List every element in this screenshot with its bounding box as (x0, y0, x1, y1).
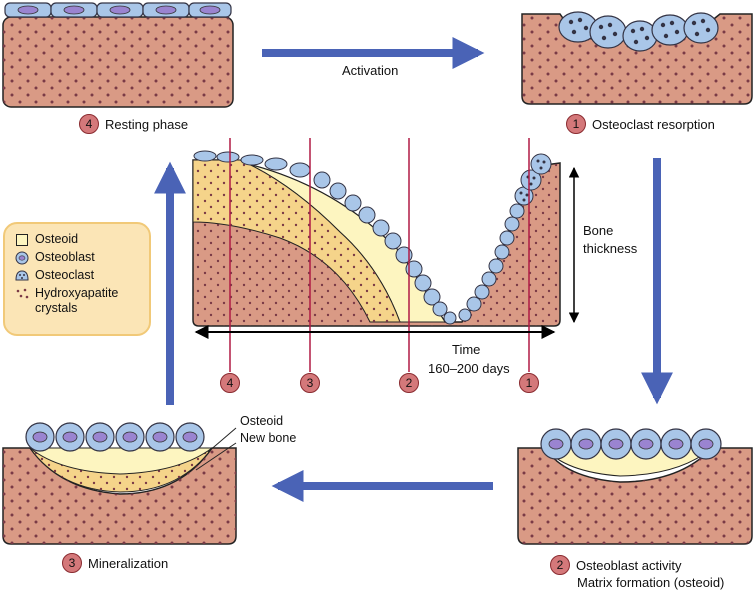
osteoid-callout: Osteoid (240, 414, 284, 428)
bone-thickness-label: Bone thickness (583, 223, 638, 256)
resorption-panel (521, 11, 753, 105)
time-marker-2: 2 (399, 373, 419, 393)
time-label: Time (452, 342, 481, 357)
matrix-formation-label: Matrix formation (osteoid) (577, 575, 725, 590)
new-bone-callout: New bone (240, 431, 297, 445)
phase-label: Mineralization (88, 555, 169, 571)
legend-item-osteoid: Osteoid (15, 232, 139, 247)
resorption-label: 1 Osteoclast resorption (566, 114, 715, 134)
legend-label: Hydroxyapatite crystals (35, 286, 119, 315)
cycle-arrows (154, 37, 673, 502)
osteoclast-cells (558, 11, 719, 52)
new-bone-leader-line (195, 442, 237, 471)
time-marker-3: 3 (300, 373, 320, 393)
hydroxyapatite-dots-icon (16, 288, 29, 299)
days-label: 160–200 days (428, 361, 510, 376)
resting-phase-panel (2, 2, 234, 108)
mineralization-label: 3 Mineralization (62, 553, 168, 573)
phase-number-badge: 2 (550, 555, 570, 575)
activation-label: Activation (342, 63, 399, 78)
legend-label: Osteoclast (35, 268, 95, 282)
osteoid-square-icon (16, 234, 28, 246)
marker-number-badge: 2 (399, 373, 419, 393)
osteoblast-cell-icon (15, 251, 29, 265)
osteoblast-activity-label: 2 Osteoblast activity (550, 555, 682, 575)
phase-label: Osteoblast activity (576, 557, 682, 573)
legend-label: Osteoid (35, 232, 79, 246)
marker-number-badge: 4 (220, 373, 240, 393)
osteoclast-cell-icon (15, 270, 29, 281)
phase-label: Osteoclast resorption (592, 116, 715, 132)
osteoblast-cells (25, 422, 205, 452)
legend-item-osteoblast: Osteoblast (15, 250, 139, 265)
resting-phase-label: 4 Resting phase (79, 114, 188, 134)
legend-item-osteoclast: Osteoclast (15, 268, 139, 283)
legend-item-hydroxyapatite: Hydroxyapatite crystals (15, 286, 139, 316)
time-marker-1: 1 (519, 373, 539, 393)
mineralization-panel (2, 422, 237, 545)
phase-number-badge: 3 (62, 553, 82, 573)
marker-number-badge: 3 (300, 373, 320, 393)
osteoid-leader-line (207, 427, 237, 453)
legend-label: Osteoblast (35, 250, 95, 264)
osteoblast-panel (517, 428, 753, 545)
phase-number-badge: 4 (79, 114, 99, 134)
phase-number-badge: 1 (566, 114, 586, 134)
center-cross-section (192, 138, 580, 372)
phase-label: Resting phase (105, 116, 189, 132)
legend: Osteoid Osteoblast Osteoclast Hydroxyapa… (3, 222, 151, 336)
marker-number-badge: 1 (519, 373, 539, 393)
time-marker-4: 4 (220, 373, 240, 393)
